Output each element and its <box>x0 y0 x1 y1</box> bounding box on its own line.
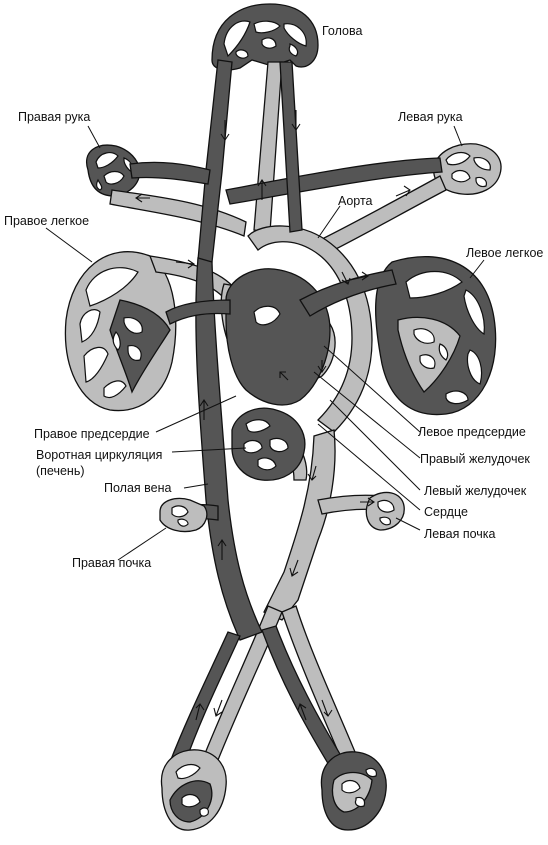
label-right-arm: Правая рука <box>18 110 91 124</box>
label-right-kidney: Правая почка <box>72 556 152 570</box>
label-right-ventricle: Правый желудочек <box>420 452 530 466</box>
label-aorta: Аорта <box>338 194 373 208</box>
left-foot-capillaries <box>320 751 387 831</box>
label-left-atrium: Левое предсердие <box>418 425 526 439</box>
right-kidney <box>159 497 208 533</box>
label-left-ventricle: Левый желудочек <box>424 484 527 498</box>
label-right-lung: Правое легкое <box>4 214 90 228</box>
right-foot-capillaries <box>160 749 227 831</box>
label-head: Голова <box>322 24 363 38</box>
venous-vessels <box>129 59 443 771</box>
label-left-lung: Левое легкое <box>466 246 544 260</box>
label-vena-cava: Полая вена <box>104 481 172 495</box>
label-left-kidney: Левая почка <box>424 527 496 541</box>
label-heart: Сердце <box>424 505 468 519</box>
label-right-atrium: Правое предсердие <box>34 427 150 441</box>
label-portal-liver: (печень) <box>36 464 85 478</box>
leader-lines <box>45 125 485 561</box>
flow-arrows <box>135 110 411 721</box>
label-left-arm: Левая рука <box>398 110 463 124</box>
head-capillaries <box>211 3 319 71</box>
left-lung <box>374 255 497 416</box>
left-kidney <box>365 491 405 531</box>
label-portal-circulation: Воротная циркуляция <box>36 448 163 462</box>
right-lung <box>64 251 177 412</box>
left-arm-capillaries <box>433 143 502 195</box>
